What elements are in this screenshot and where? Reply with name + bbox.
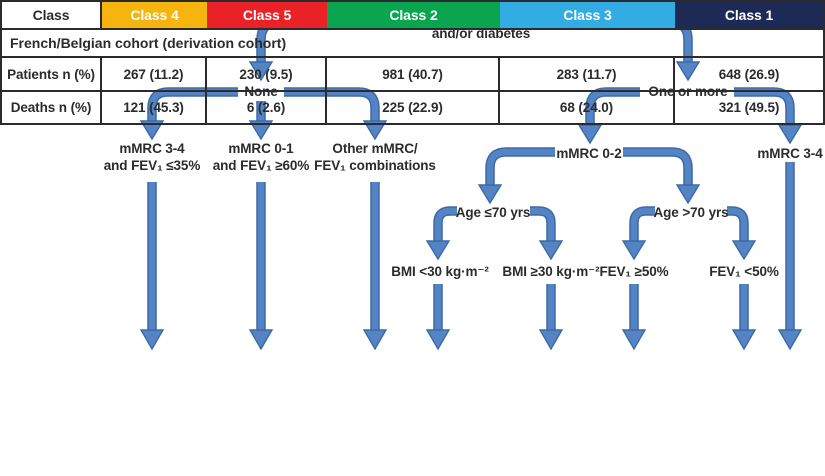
arrow-age-gt70-to-fev-ge50 — [621, 211, 655, 261]
node-other-combinations: Other mMRC/ FEV₁ combinations — [314, 140, 436, 175]
patients-class4: 267 (11.2) — [102, 58, 207, 90]
arrow-other-combinations-to-class2 — [362, 182, 388, 351]
arrow-mmrc02-to-age-gt70 — [623, 152, 701, 205]
cohort-header-row: French/Belgian cohort (derivation cohort… — [2, 30, 823, 58]
arrow-fev-lt50-to-class1 — [731, 284, 757, 351]
class5-header: Class 5 — [207, 2, 327, 28]
deaths-class2: 225 (22.9) — [327, 92, 500, 123]
patients-class3: 283 (11.7) — [500, 58, 675, 90]
node-mmrc34: mMRC 3-4 — [757, 146, 823, 161]
deaths-class1: 321 (49.5) — [718, 100, 780, 115]
arrow-one-or-more-to-mmrc02 — [577, 92, 640, 145]
deaths-row: Deaths n (%) 121 (45.3) 6 (2.6) 225 (22.… — [2, 92, 823, 123]
arrow-fev-ge50-to-class3 — [621, 284, 647, 351]
arrow-age-le70-to-bmi-lt30 — [425, 211, 457, 261]
class2-header: Class 2 — [327, 2, 500, 28]
patients-row-label: Patients n (%) — [2, 58, 102, 90]
node-other-combinations-line1: Other mMRC/ — [332, 141, 418, 156]
deaths-class5: 6 (2.6) — [207, 92, 327, 123]
arrow-root-to-one-or-more — [574, 22, 701, 82]
node-mmrc01-fev60-line1: mMRC 0-1 — [228, 141, 294, 156]
arrow-age-le70-to-bmi-ge30 — [530, 211, 564, 261]
patients-class2: 981 (40.7) — [327, 58, 500, 90]
arrow-mmrc34-fev35-to-class4 — [139, 182, 165, 351]
arrow-mmrc01-fev60-to-class5 — [248, 182, 274, 351]
node-age-gt70: Age >70 yrs — [653, 205, 729, 220]
node-mmrc34-fev35-line2: and FEV₁ ≤35% — [103, 158, 201, 174]
deaths-class3: 68 (24.0) — [500, 92, 675, 123]
arrow-one-or-more-to-mmrc34 — [734, 92, 803, 145]
arrow-bmi-ge30-to-class3 — [538, 284, 564, 351]
node-mmrc01-fev60: mMRC 0-1 and FEV₁ ≥60% — [212, 140, 310, 175]
deaths-class4: 121 (45.3) — [102, 92, 207, 123]
class1-header: Class 1 — [675, 2, 823, 28]
node-mmrc34-fev35: mMRC 3-4 and FEV₁ ≤35% — [103, 140, 201, 175]
node-bmi-ge30: BMI ≥30 kg·m⁻² — [502, 264, 600, 279]
results-table: Class Class 4 Class 5 Class 2 Class 3 Cl… — [0, 0, 825, 125]
arrow-root-to-none — [248, 22, 372, 82]
node-mmrc02: mMRC 0-2 — [556, 146, 622, 161]
node-bmi-lt30: BMI <30 kg·m⁻² — [391, 264, 489, 279]
node-mmrc34-fev35-line1: mMRC 3-4 — [119, 141, 185, 156]
arrow-none-to-other-combinations — [284, 92, 388, 141]
node-fev-ge50: FEV₁ ≥50% — [599, 264, 669, 279]
arrow-none-to-mmrc01-fev60 — [248, 101, 274, 141]
class-corner-label: Class — [2, 2, 102, 28]
node-other-combinations-line2: FEV₁ combinations — [314, 158, 436, 174]
arrow-age-gt70-to-fev-lt50 — [727, 211, 757, 261]
patients-class1: 648 (26.9) — [718, 66, 780, 82]
node-age-le70: Age ≤70 yrs — [455, 205, 531, 220]
arrow-mmrc34-to-class1 — [777, 162, 803, 351]
node-mmrc01-fev60-line2: and FEV₁ ≥60% — [212, 158, 310, 174]
deaths-row-label: Deaths n (%) — [2, 92, 102, 123]
node-root-line2: and/or diabetes — [431, 26, 531, 42]
patients-row: Patients n (%) 267 (11.2) 230 (9.5) 981 … — [2, 58, 823, 92]
arrow-none-to-mmrc34-fev35 — [139, 92, 238, 141]
patients-class5: 230 (9.5) — [207, 58, 327, 90]
arrow-bmi-lt30-to-class2 — [425, 284, 451, 351]
class3-header: Class 3 — [500, 2, 675, 28]
class4-header: Class 4 — [102, 2, 207, 28]
node-fev-lt50: FEV₁ <50% — [709, 264, 779, 279]
arrow-mmrc02-to-age-le70 — [477, 152, 555, 205]
class-header-row: Class Class 4 Class 5 Class 2 Class 3 Cl… — [2, 2, 823, 30]
